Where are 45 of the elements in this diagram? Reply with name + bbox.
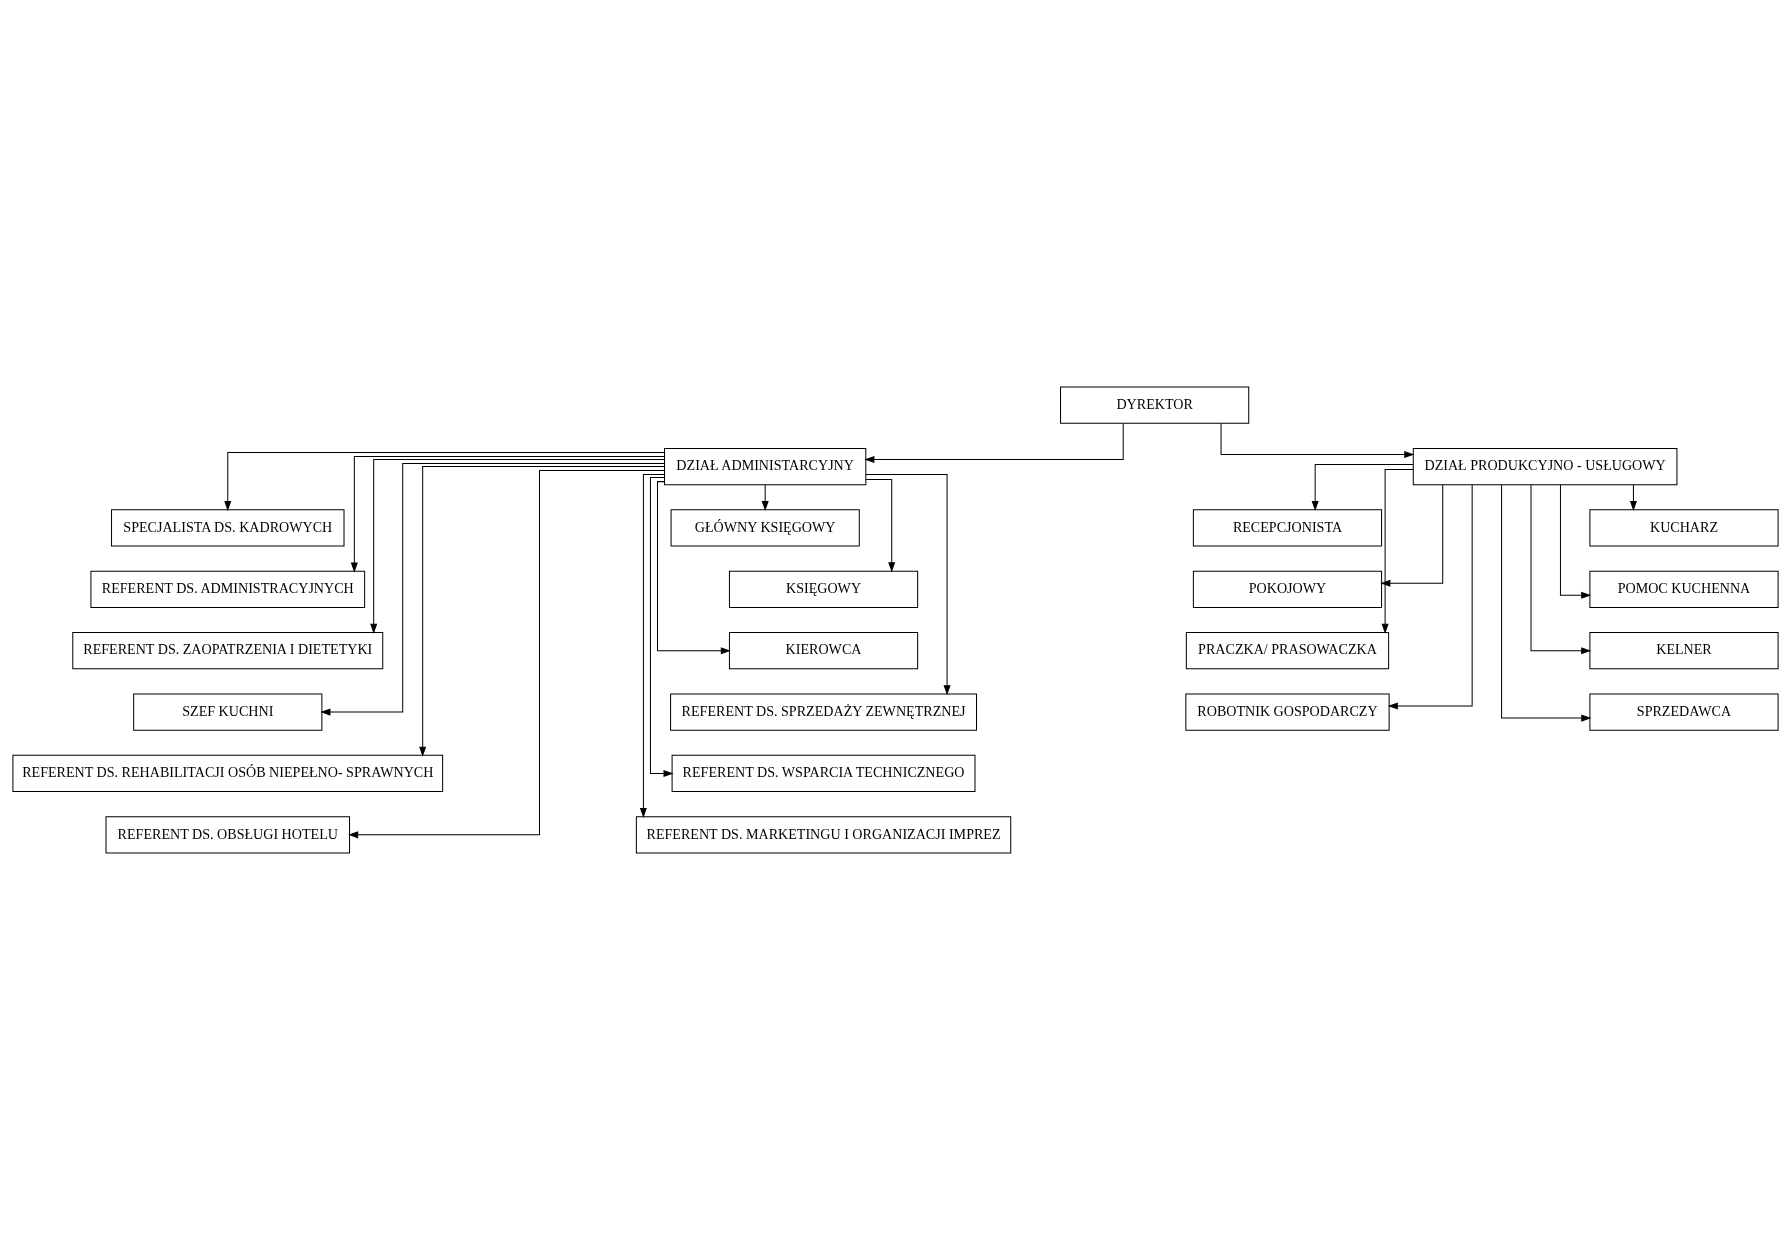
arrow [1220, 423, 1415, 458]
arrow [1380, 484, 1444, 587]
arrow [320, 463, 665, 716]
node-box: SPRZEDAWCA [1589, 693, 1779, 731]
node-box: REFERENT DS. SPRZEDAŻY ZEWNĘTRZNEJ [670, 693, 977, 731]
node-box: KUCHARZ [1589, 509, 1779, 547]
arrow [864, 423, 1124, 463]
arrow [1381, 469, 1414, 634]
node-box: REFERENT DS. REHABILITACJI OSÓB NIEPEŁNO- SPRAWNYCH [12, 754, 444, 793]
node-box: POKOJOWY [1192, 570, 1383, 608]
node-box: RECEPCJONISTA [1192, 509, 1383, 547]
node-box: KSIĘGOWY [728, 570, 919, 608]
node-box: GŁÓWNY KSIĘGOWY [670, 509, 860, 547]
arrow [639, 474, 665, 818]
node-box: REFERENT DS. WSPARCIA TECHNICZNEGO [671, 754, 976, 793]
node-box: DZIAŁ PRODUKCYJNO - USŁUGOWY [1412, 447, 1678, 486]
arrow [1559, 484, 1592, 599]
arrow [348, 470, 665, 839]
node-box: SZEF KUCHNI [133, 693, 323, 731]
node-box: REFERENT DS. MARKETINGU I ORGANIZACJI IMPREZ [635, 816, 1012, 854]
node-box: ROBOTNIK GOSPODARCZY [1185, 693, 1390, 731]
arrow [350, 455, 665, 573]
node-box: REFERENT DS. ZAOPATRZENIA I DIETETYKI [72, 632, 384, 670]
arrow [1387, 484, 1473, 710]
node-box: POMOC KUCHENNA [1589, 570, 1779, 608]
node-box: DYREKTOR [1060, 386, 1250, 424]
node-box: SPECJALISTA DS. KADROWYCH [111, 509, 345, 547]
arrow [1311, 464, 1414, 512]
node-box: KIEROWCA [728, 632, 919, 670]
arrow [649, 477, 674, 777]
node-box: PRACZKA/ PRASOWACZKA [1185, 632, 1390, 670]
arrow [865, 479, 896, 573]
arrow [370, 458, 665, 634]
node-box: REFERENT DS. ADMINISTRACYJNYCH [90, 570, 366, 608]
node-box: DZIAŁ ADMINISTARCYJNY [664, 447, 867, 486]
arrow [1501, 484, 1592, 722]
arrow [761, 484, 769, 512]
arrow [224, 451, 665, 512]
arrow [657, 481, 731, 655]
arrow [419, 466, 665, 757]
arrow [865, 474, 951, 696]
node-box: REFERENT DS. OBSŁUGI HOTELU [105, 816, 351, 854]
arrow [1629, 484, 1637, 512]
arrow [1530, 484, 1592, 655]
node-box: KELNER [1589, 632, 1779, 670]
